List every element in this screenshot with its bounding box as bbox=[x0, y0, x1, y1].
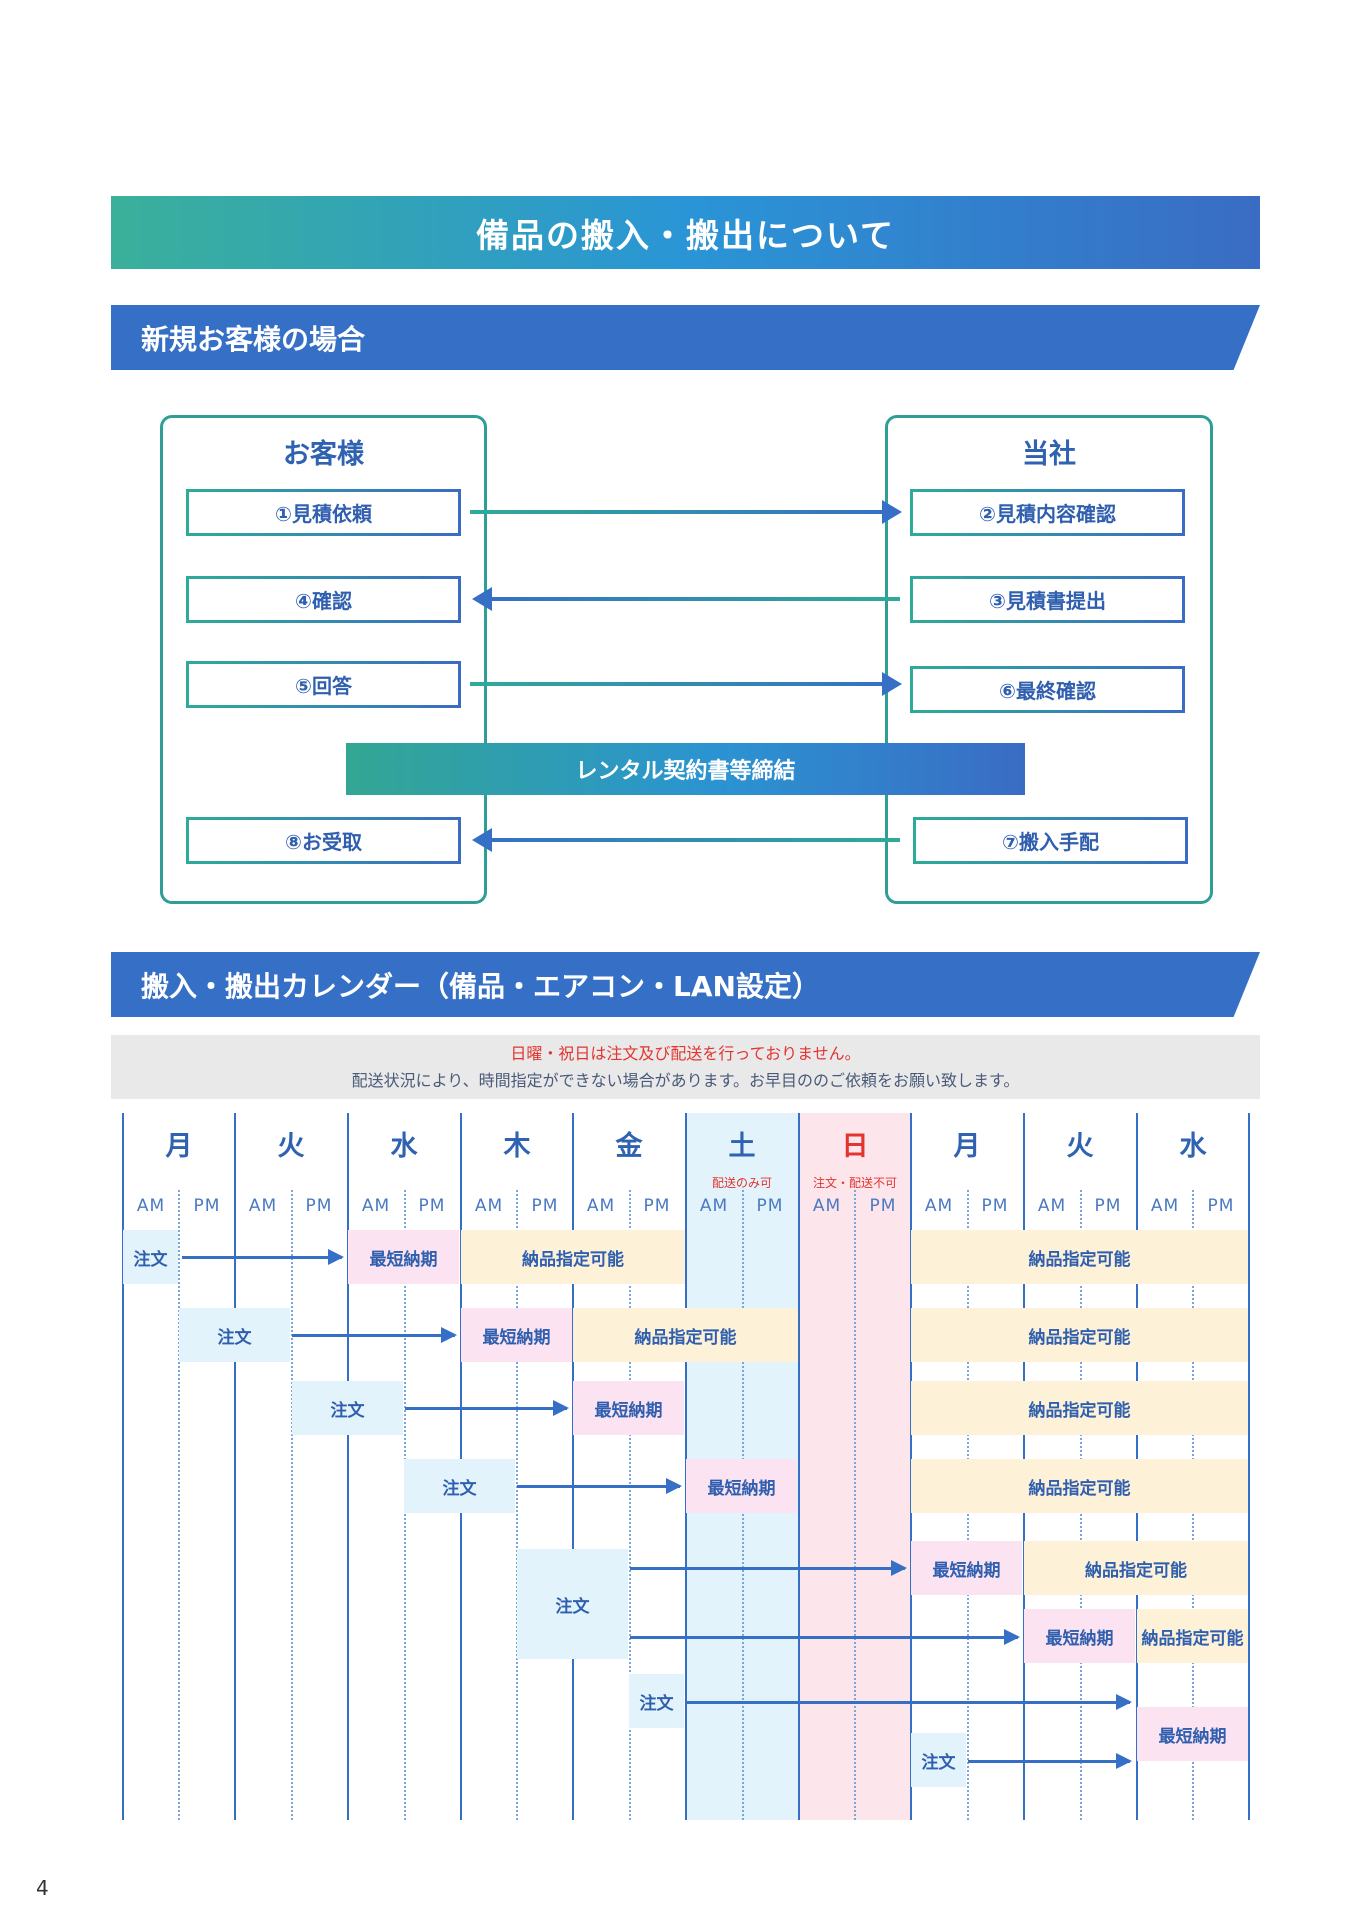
customer-panel-title: お客様 bbox=[283, 439, 364, 470]
pm-label: PM bbox=[418, 1196, 446, 1216]
order-arrow bbox=[630, 1629, 1020, 1645]
order-block: 注文 bbox=[123, 1230, 178, 1284]
day-wed: 水 bbox=[390, 1131, 418, 1162]
flow-arrows bbox=[470, 500, 902, 852]
pm-label: PM bbox=[756, 1196, 784, 1216]
calendar-notice: 日曜・祝日は注文及び配送を行っておりません。 配送状況により、時間指定ができない… bbox=[111, 1035, 1260, 1099]
am-label: AM bbox=[361, 1196, 391, 1216]
customer-panel bbox=[160, 415, 487, 904]
pm-label: PM bbox=[1207, 1196, 1235, 1216]
saturday-note: 配送のみ可 bbox=[711, 1176, 772, 1190]
deliverable-block: 納品指定可能 bbox=[573, 1308, 798, 1362]
notice-time: 配送状況により、時間指定ができない場合があります。お早目ののご依頼をお願い致しま… bbox=[351, 1071, 1020, 1090]
ampm-divider bbox=[516, 1190, 518, 1820]
day-line bbox=[572, 1113, 574, 1820]
pm-label: PM bbox=[305, 1196, 333, 1216]
shortest-block: 最短納期 bbox=[1137, 1707, 1248, 1761]
pm-label: PM bbox=[643, 1196, 671, 1216]
section-header-new-customer: 新規お客様の場合 bbox=[111, 305, 1260, 370]
ampm-divider bbox=[178, 1190, 180, 1820]
page-number: 4 bbox=[36, 1876, 49, 1900]
am-label: AM bbox=[248, 1196, 278, 1216]
am-label: AM bbox=[924, 1196, 954, 1216]
day-thu: 木 bbox=[503, 1131, 531, 1162]
deliverable-block: 納品指定可能 bbox=[911, 1459, 1248, 1513]
page-title: 備品の搬入・搬出について bbox=[111, 196, 1260, 269]
day-line bbox=[798, 1113, 800, 1820]
day-sun: 日 bbox=[841, 1131, 869, 1162]
step-final-confirm: ⑥最終確認 bbox=[910, 666, 1185, 713]
order-arrow bbox=[517, 1478, 682, 1494]
day-mon: 月 bbox=[165, 1131, 193, 1162]
shortest-block: 最短納期 bbox=[911, 1541, 1022, 1595]
order-arrow bbox=[968, 1753, 1132, 1769]
step-estimate-request: ①見積依頼 bbox=[186, 489, 461, 536]
order-arrow bbox=[686, 1694, 1132, 1710]
deliverable-block: 納品指定可能 bbox=[911, 1230, 1248, 1284]
day-line bbox=[234, 1113, 236, 1820]
sunday-note: 注文・配送不可 bbox=[812, 1176, 897, 1190]
shortest-block: 最短納期 bbox=[461, 1308, 572, 1362]
am-label: AM bbox=[1037, 1196, 1067, 1216]
ampm-divider bbox=[629, 1190, 631, 1820]
day-tue: 火 bbox=[277, 1131, 305, 1162]
shortest-block: 最短納期 bbox=[573, 1381, 684, 1435]
am-label: AM bbox=[586, 1196, 616, 1216]
day-sat: 土 bbox=[728, 1131, 756, 1162]
deliverable-block: 納品指定可能 bbox=[1137, 1609, 1248, 1663]
order-block: 注文 bbox=[404, 1459, 515, 1513]
order-block: 注文 bbox=[179, 1308, 290, 1362]
shortest-block: 最短納期 bbox=[1024, 1609, 1135, 1663]
contract-banner: レンタル契約書等締結 bbox=[346, 743, 1025, 795]
ampm-divider bbox=[291, 1190, 293, 1820]
day-wed-2: 水 bbox=[1179, 1131, 1207, 1162]
am-label: AM bbox=[1150, 1196, 1180, 1216]
step-delivery-arrangement: ⑦搬入手配 bbox=[913, 817, 1188, 864]
deliverable-block: 納品指定可能 bbox=[911, 1381, 1248, 1435]
am-label: AM bbox=[474, 1196, 504, 1216]
arrow-right-1 bbox=[470, 500, 902, 524]
company-panel bbox=[885, 415, 1213, 904]
arrow-left-1 bbox=[472, 587, 900, 611]
day-mon-2: 月 bbox=[953, 1131, 981, 1162]
order-block: 注文 bbox=[629, 1674, 684, 1728]
pm-label: PM bbox=[981, 1196, 1009, 1216]
step-receive: ⑧お受取 bbox=[186, 817, 461, 864]
day-line bbox=[122, 1113, 124, 1820]
company-panel-title: 当社 bbox=[1022, 439, 1076, 470]
am-label: AM bbox=[699, 1196, 729, 1216]
step-confirm: ④確認 bbox=[186, 576, 461, 623]
ampm-divider bbox=[854, 1190, 856, 1820]
arrow-left-2 bbox=[472, 828, 900, 852]
pm-label: PM bbox=[531, 1196, 559, 1216]
order-block: 注文 bbox=[292, 1381, 403, 1435]
pm-label: PM bbox=[869, 1196, 897, 1216]
arrow-right-2 bbox=[470, 672, 902, 696]
step-answer: ⑤回答 bbox=[186, 661, 461, 708]
day-tue-2: 火 bbox=[1066, 1131, 1094, 1162]
day-line bbox=[1248, 1113, 1250, 1820]
deliverable-block: 納品指定可能 bbox=[911, 1308, 1248, 1362]
order-arrow bbox=[292, 1327, 457, 1343]
pm-label: PM bbox=[1094, 1196, 1122, 1216]
am-label: AM bbox=[136, 1196, 166, 1216]
am-label: AM bbox=[812, 1196, 842, 1216]
order-arrow bbox=[630, 1560, 907, 1576]
notice-holiday: 日曜・祝日は注文及び配送を行っておりません。 bbox=[510, 1044, 861, 1063]
order-block: 注文 bbox=[911, 1733, 966, 1787]
order-arrow bbox=[405, 1400, 569, 1416]
step-estimate-submit: ③見積書提出 bbox=[910, 576, 1185, 623]
section-header-calendar: 搬入・搬出カレンダー（備品・エアコン・LAN設定） bbox=[111, 952, 1260, 1017]
pm-label: PM bbox=[193, 1196, 221, 1216]
order-arrow bbox=[182, 1249, 344, 1265]
deliverable-block: 納品指定可能 bbox=[461, 1230, 685, 1284]
step-estimate-review: ②見積内容確認 bbox=[910, 489, 1185, 536]
day-line bbox=[347, 1113, 349, 1820]
shortest-block: 最短納期 bbox=[686, 1459, 797, 1513]
order-block: 注文 bbox=[517, 1549, 628, 1659]
shortest-block: 最短納期 bbox=[348, 1230, 459, 1284]
day-fri: 金 bbox=[615, 1131, 643, 1162]
deliverable-block: 納品指定可能 bbox=[1024, 1541, 1248, 1595]
